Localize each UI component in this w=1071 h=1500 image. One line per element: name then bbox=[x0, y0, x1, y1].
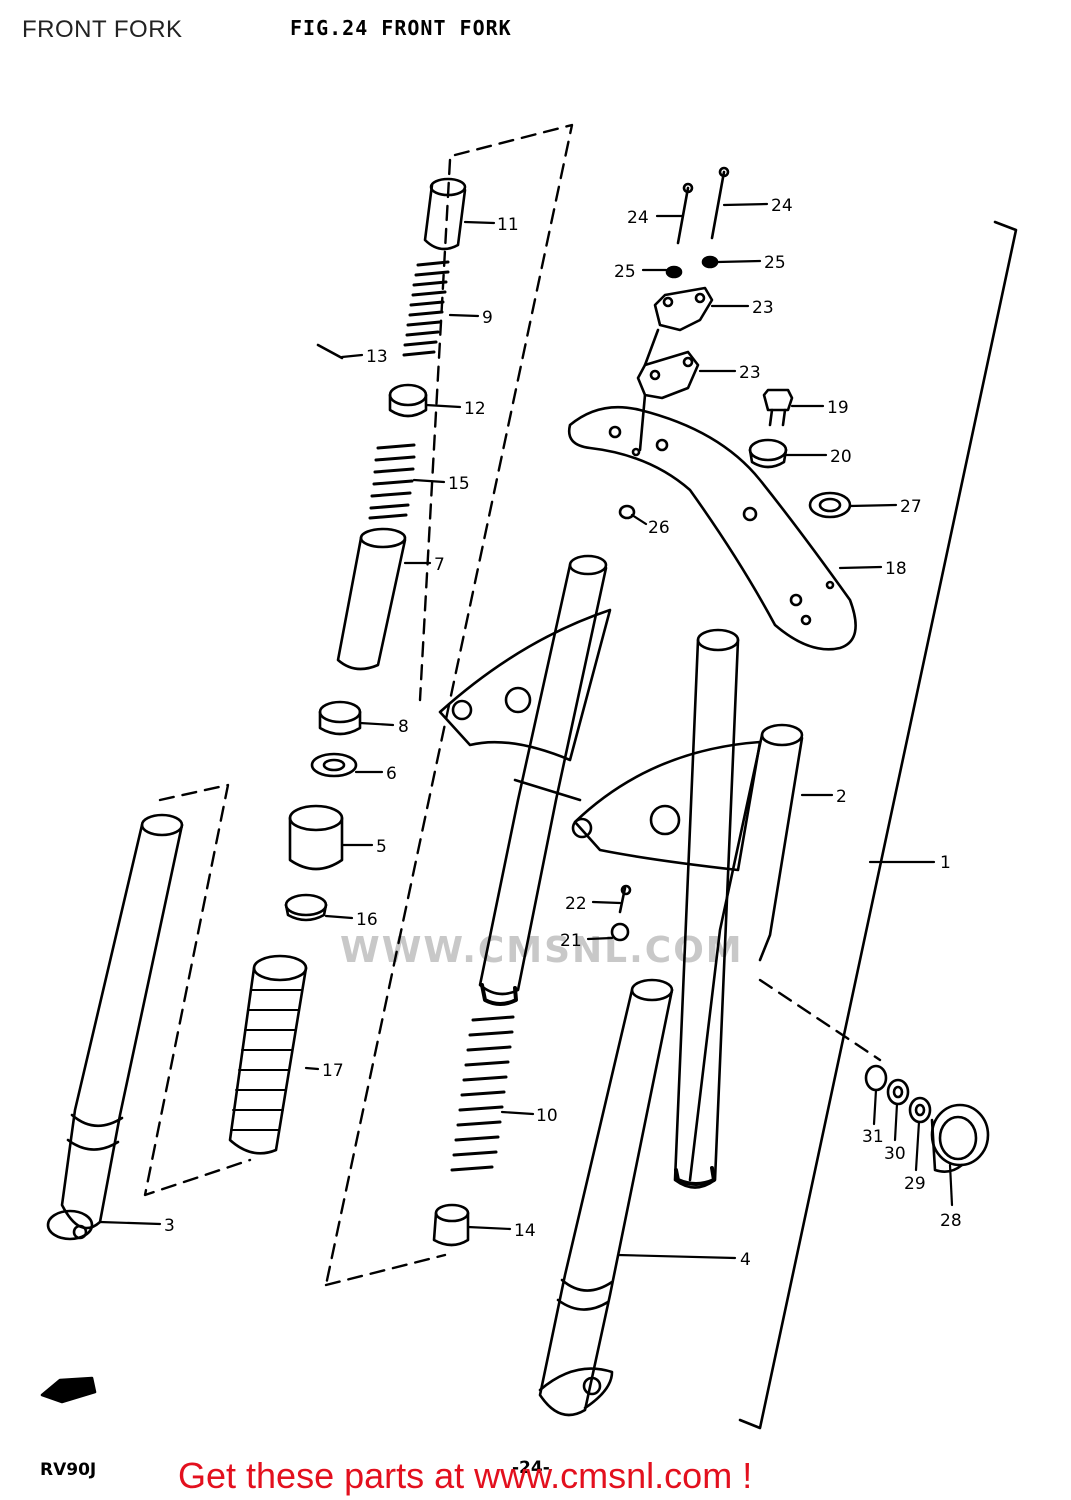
part-4-outer-tube bbox=[538, 978, 674, 1417]
part-24-bolts bbox=[676, 166, 730, 245]
callout-28: 28 bbox=[940, 1211, 962, 1231]
callout-17: 17 bbox=[322, 1061, 344, 1081]
callout-4: 4 bbox=[740, 1250, 751, 1270]
part-9-spring bbox=[402, 260, 450, 357]
callout-6: 6 bbox=[386, 764, 397, 784]
callout-26: 26 bbox=[648, 518, 670, 538]
callout-11: 11 bbox=[497, 215, 519, 235]
callout-numbers: 1 2 3 4 5 6 7 8 9 10 11 12 13 14 15 16 1… bbox=[164, 196, 962, 1270]
part-30-washer bbox=[886, 1078, 910, 1106]
part-19-bolt bbox=[762, 388, 794, 427]
part-26-nut bbox=[618, 504, 636, 520]
callout-23a: 23 bbox=[752, 298, 774, 318]
callout-24a: 24 bbox=[627, 208, 649, 228]
part-7-tube bbox=[336, 527, 407, 671]
figure-title: FIG.24 FRONT FORK bbox=[290, 16, 512, 40]
part-3-outer-tube bbox=[46, 813, 184, 1241]
part-13-pin bbox=[316, 343, 344, 360]
callout-27: 27 bbox=[900, 497, 922, 517]
explode-guide-lines bbox=[143, 123, 882, 1287]
page-title: FRONT FORK bbox=[22, 16, 183, 43]
part-28-cap bbox=[930, 1103, 990, 1173]
callout-16: 16 bbox=[356, 910, 378, 930]
callout-23b: 23 bbox=[739, 363, 761, 383]
callout-2: 2 bbox=[836, 787, 847, 807]
callout-22: 22 bbox=[565, 894, 587, 914]
callout-13: 13 bbox=[366, 347, 388, 367]
front-direction-arrow bbox=[40, 1376, 97, 1404]
promo-link-text[interactable]: Get these parts at www.cmsnl.com ! bbox=[178, 1455, 753, 1496]
callout-21: 21 bbox=[560, 931, 582, 951]
callout-30: 30 bbox=[884, 1144, 906, 1164]
part-31-nut bbox=[864, 1064, 888, 1092]
callout-25b: 25 bbox=[764, 253, 786, 273]
part-27-washer bbox=[808, 491, 852, 519]
watermark: WWW.CMSNL.COM bbox=[340, 930, 744, 971]
part-2-fork-assembly bbox=[438, 554, 804, 1189]
callout-31: 31 bbox=[862, 1127, 884, 1147]
part-15-spring bbox=[368, 443, 416, 520]
callout-7: 7 bbox=[434, 555, 445, 575]
part-22-screw bbox=[618, 884, 632, 914]
callout-29: 29 bbox=[904, 1174, 926, 1194]
callout-14: 14 bbox=[514, 1221, 536, 1241]
callout-3: 3 bbox=[164, 1216, 175, 1236]
callout-24b: 24 bbox=[771, 196, 793, 216]
callout-18: 18 bbox=[885, 559, 907, 579]
callout-1: 1 bbox=[940, 853, 951, 873]
part-6-washer bbox=[310, 752, 358, 778]
part-21-clip bbox=[610, 922, 630, 942]
callout-12: 12 bbox=[464, 399, 486, 419]
part-11-cap bbox=[423, 177, 467, 251]
callout-8: 8 bbox=[398, 717, 409, 737]
part-18-upper-bracket bbox=[567, 405, 857, 651]
callout-5: 5 bbox=[376, 837, 387, 857]
callout-leader-lines bbox=[98, 202, 954, 1260]
model-code: RV90J bbox=[40, 1460, 97, 1480]
callout-25a: 25 bbox=[614, 262, 636, 282]
part-29-washer bbox=[908, 1096, 932, 1124]
part-25-nuts bbox=[665, 255, 719, 279]
page-number: -24- bbox=[512, 1458, 550, 1478]
callout-15: 15 bbox=[448, 474, 470, 494]
part-16-plug bbox=[284, 893, 328, 922]
part-14-bolt bbox=[432, 1203, 470, 1247]
part-17-boot bbox=[228, 954, 308, 1155]
part-10-spring bbox=[450, 1015, 515, 1172]
callout-19: 19 bbox=[827, 398, 849, 418]
part-20-nut bbox=[748, 438, 788, 469]
part-5-bushing bbox=[288, 804, 344, 871]
part-23-clamps bbox=[636, 286, 714, 452]
callout-20: 20 bbox=[830, 447, 852, 467]
assembly-bracket bbox=[738, 220, 1018, 1430]
callout-10: 10 bbox=[536, 1106, 558, 1126]
callout-9: 9 bbox=[482, 308, 493, 328]
part-8-seal bbox=[318, 700, 362, 736]
part-12-nut bbox=[388, 383, 428, 418]
